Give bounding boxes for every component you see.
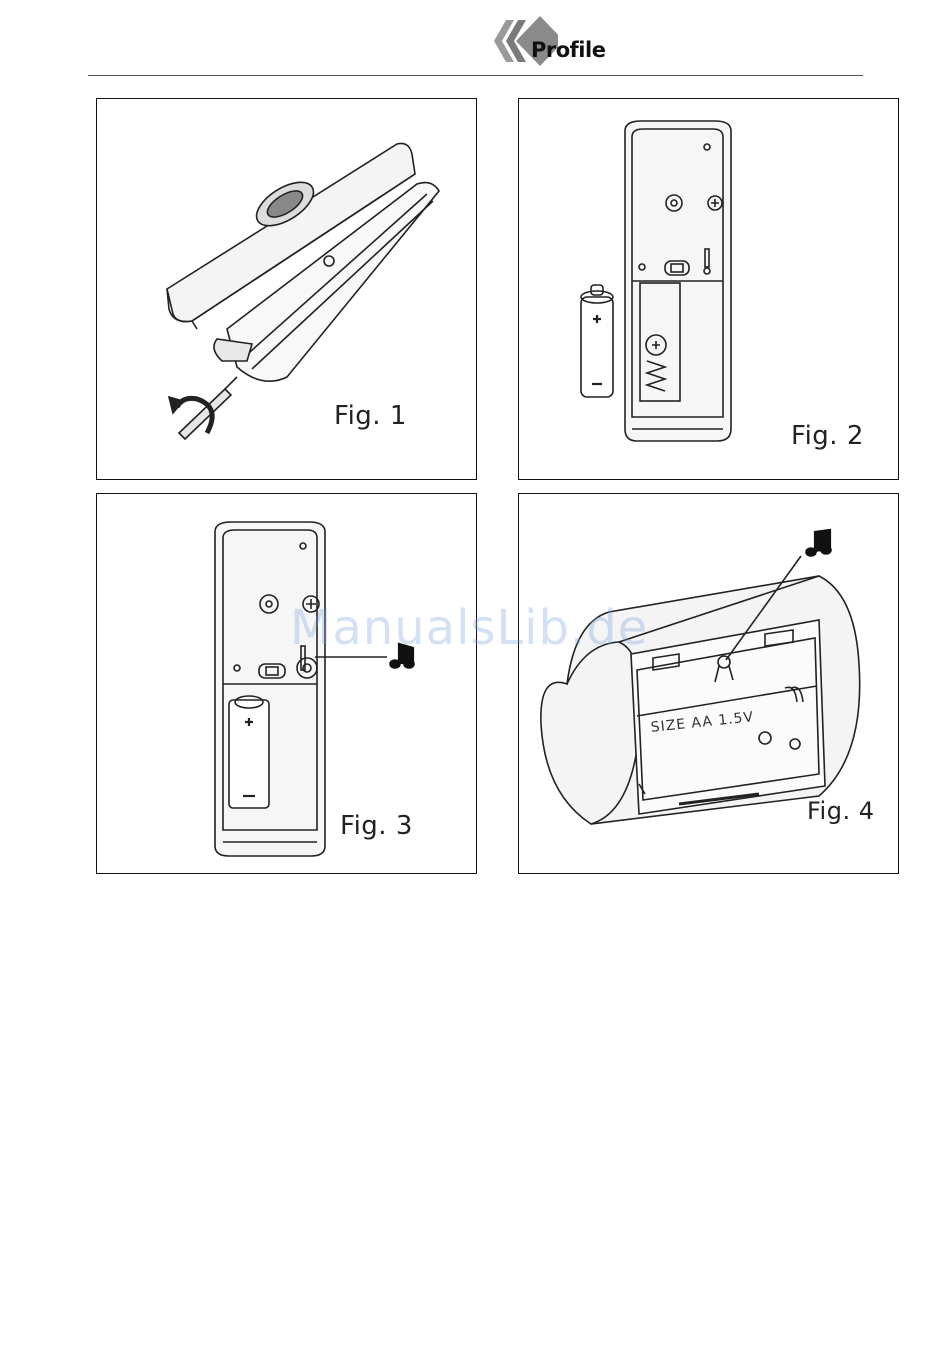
music-note-icon	[806, 530, 831, 556]
header-divider	[88, 75, 863, 76]
figure-2-label: Fig. 2	[791, 421, 864, 451]
figure-3-label: Fig. 3	[340, 811, 413, 841]
figure-3-illustration	[97, 494, 478, 875]
figure-4-panel: SIZE AA 1.5V Fig. 4	[518, 493, 899, 874]
figure-4-label: Fig. 4	[807, 797, 875, 825]
figure-3-panel: Fig. 3	[96, 493, 477, 874]
figure-1-panel: Fig. 1	[96, 98, 477, 480]
figure-2-panel: Fig. 2	[518, 98, 899, 480]
brand-name: Profile	[531, 38, 605, 62]
profile-logo: Profile	[488, 16, 608, 66]
watermark: ManualsLib.de	[290, 600, 648, 656]
figure-1-label: Fig. 1	[334, 401, 407, 431]
figure-1-illustration	[97, 99, 478, 481]
